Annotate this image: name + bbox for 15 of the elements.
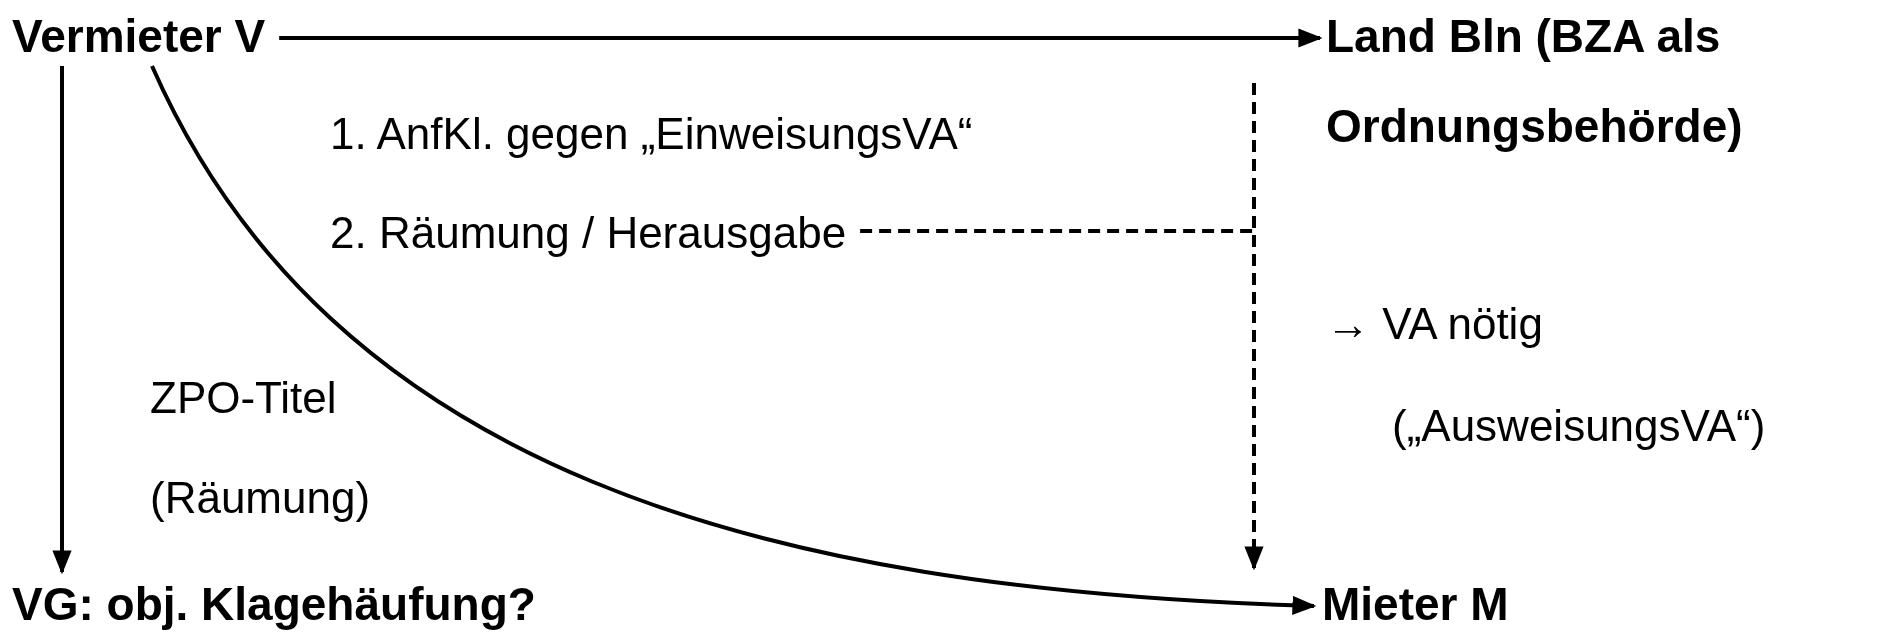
node-label: 2. Räumung / Herausgabe <box>330 205 847 261</box>
annotation-text: („AusweisungsVA“) <box>1392 400 1766 452</box>
arrow <box>150 65 1317 615</box>
node-label: Vermieter V <box>12 8 266 64</box>
node-label: VG: obj. Klagehäufung? <box>12 576 536 632</box>
connector-line <box>860 229 1254 233</box>
arrow <box>279 28 1323 48</box>
annotation-text: → VA nötig <box>1326 298 1543 350</box>
annotation-text: 1. AnfKl. gegen „EinweisungsVA“ <box>330 108 973 160</box>
node-label: Mieter M <box>1322 576 1509 632</box>
node-label: Land Bln (BZA als Ordnungsbehörde) <box>1326 0 1846 171</box>
annotation-text: ZPO-Titel <box>150 372 337 424</box>
annotation-text: (Räumung) <box>150 472 371 524</box>
arrow <box>1244 83 1264 571</box>
arrow <box>52 66 72 575</box>
